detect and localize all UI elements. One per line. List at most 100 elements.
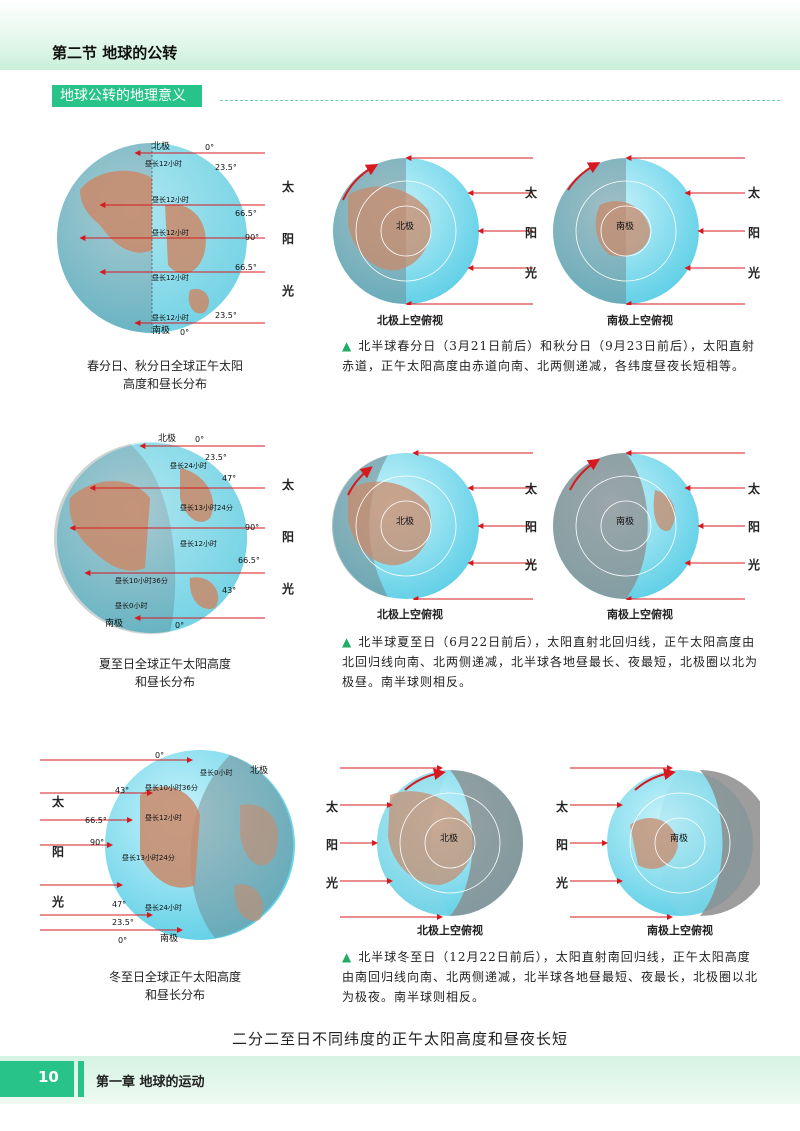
sunlight-char-3c: 光 bbox=[748, 266, 761, 280]
sunlight-char-9: 光 bbox=[52, 895, 65, 909]
summer-globe-figure: 北极 0° 23.5° 47° 90° 66.5° 43° 0° 南极 昼长24… bbox=[53, 432, 265, 635]
winter-north-view: 北极 bbox=[340, 765, 523, 920]
svg-text:南极: 南极 bbox=[105, 617, 123, 629]
svg-text:0°: 0° bbox=[175, 621, 184, 630]
svg-text:北极: 北极 bbox=[250, 764, 268, 776]
svg-text:昼长24小时: 昼长24小时 bbox=[145, 903, 182, 912]
north-view-label-2: 北极上空俯视 bbox=[377, 608, 443, 621]
south-view-label: 南极上空俯视 bbox=[607, 314, 673, 327]
sunlight-char-3: 光 bbox=[282, 284, 295, 298]
svg-text:北极: 北极 bbox=[396, 220, 414, 232]
north-view-label: 北极上空俯视 bbox=[377, 314, 443, 327]
svg-text:23.5°: 23.5° bbox=[205, 453, 227, 462]
section-tag: 地球公转的地理意义 bbox=[52, 85, 202, 107]
svg-text:90°: 90° bbox=[90, 838, 104, 847]
footer-separator bbox=[78, 1061, 84, 1097]
svg-text:昼长12小时: 昼长12小时 bbox=[152, 273, 189, 282]
sunlight-char-7b: 太 bbox=[326, 800, 339, 814]
svg-text:昼长24小时: 昼长24小时 bbox=[170, 461, 207, 470]
equinox-caption: 春分日、秋分日全球正午太阳高度和昼长分布 bbox=[86, 359, 243, 391]
sunlight-char-7c: 太 bbox=[556, 800, 569, 814]
page-number: 10 bbox=[38, 1068, 59, 1086]
summer-caption: 夏至日全球正午太阳高度和昼长分布 bbox=[98, 657, 231, 689]
sunlight-char-4: 太 bbox=[282, 478, 295, 492]
svg-text:66.5°: 66.5° bbox=[238, 556, 260, 565]
sunlight-char-2b: 阳 bbox=[525, 226, 538, 240]
south-pole-label: 南极 bbox=[152, 324, 170, 336]
sunlight-char-9c: 光 bbox=[556, 876, 569, 890]
sunlight-char-5c: 阳 bbox=[748, 520, 761, 534]
sunlight-char-8b: 阳 bbox=[326, 838, 339, 852]
sunlight-char-9b: 光 bbox=[326, 876, 339, 890]
svg-text:23.5°: 23.5° bbox=[215, 163, 237, 172]
section-divider bbox=[220, 100, 780, 101]
sunlight-char-2: 阳 bbox=[282, 232, 295, 246]
svg-text:昼长12小时: 昼长12小时 bbox=[145, 159, 182, 168]
sunlight-char-2c: 阳 bbox=[748, 226, 761, 240]
summer-description: ▲北半球夏至日（6月22日前后），太阳直射北回归线，正午太阳高度由北回归线向南、… bbox=[342, 635, 759, 689]
svg-text:23.5°: 23.5° bbox=[215, 311, 237, 320]
svg-text:南极: 南极 bbox=[616, 515, 634, 527]
svg-text:66.5°: 66.5° bbox=[235, 263, 257, 272]
svg-text:47°: 47° bbox=[112, 900, 126, 909]
svg-text:昼长12小时: 昼长12小时 bbox=[152, 195, 189, 204]
header-bar bbox=[0, 0, 800, 70]
svg-text:昼长12小时: 昼长12小时 bbox=[152, 228, 189, 237]
sunlight-char-6: 光 bbox=[282, 582, 295, 596]
svg-text:昼长12小时: 昼长12小时 bbox=[145, 813, 182, 822]
svg-text:66.5°: 66.5° bbox=[85, 816, 107, 825]
svg-text:昼长0小时: 昼长0小时 bbox=[115, 601, 147, 610]
winter-south-view: 南极 bbox=[570, 765, 760, 920]
svg-text:南极: 南极 bbox=[670, 832, 688, 844]
sunlight-char-4b: 太 bbox=[525, 482, 538, 496]
svg-text:43°: 43° bbox=[115, 786, 129, 795]
sunlight-char-6b: 光 bbox=[525, 558, 538, 572]
figure-group-caption: 二分二至日不同纬度的正午太阳高度和昼夜长短 bbox=[231, 1030, 568, 1048]
svg-text:90°: 90° bbox=[245, 523, 259, 532]
equinox-globe-figure: 北极 0° 23.5° 66.5° 90° 66.5° 23.5° 0° 南极 … bbox=[57, 140, 265, 337]
sunlight-char-1c: 太 bbox=[748, 186, 761, 200]
sunlight-char-1b: 太 bbox=[525, 186, 538, 200]
north-view-label-3: 北极上空俯视 bbox=[417, 924, 483, 937]
svg-text:北极: 北极 bbox=[440, 832, 458, 844]
svg-text:43°: 43° bbox=[222, 586, 236, 595]
sunlight-char-6c: 光 bbox=[748, 558, 761, 572]
chapter-title: 第一章 地球的运动 bbox=[96, 1075, 205, 1090]
svg-text:北极: 北极 bbox=[396, 515, 414, 527]
svg-text:47°: 47° bbox=[222, 474, 236, 483]
page-number-box bbox=[0, 1061, 74, 1097]
svg-text:昼长13小时24分: 昼长13小时24分 bbox=[122, 853, 175, 862]
south-view-label-2: 南极上空俯视 bbox=[607, 608, 673, 621]
equinox-description: ▲北半球春分日（3月21日前后）和秋分日（9月23日前后），太阳直射赤道，正午太… bbox=[342, 339, 756, 373]
svg-text:66.5°: 66.5° bbox=[235, 209, 257, 218]
sunlight-char-1: 太 bbox=[282, 180, 295, 194]
svg-text:昼长0小时: 昼长0小时 bbox=[200, 768, 232, 777]
sunlight-char-5b: 阳 bbox=[525, 520, 538, 534]
south-view-label-3: 南极上空俯视 bbox=[647, 924, 713, 937]
summer-south-view: 南极 bbox=[553, 450, 745, 600]
sunlight-char-8c: 阳 bbox=[556, 838, 569, 852]
sunlight-char-7: 太 bbox=[52, 795, 65, 809]
svg-text:南极: 南极 bbox=[160, 932, 178, 944]
svg-text:0°: 0° bbox=[155, 751, 164, 760]
svg-text:昼长10小时36分: 昼长10小时36分 bbox=[145, 783, 198, 792]
svg-text:昼长12小时: 昼长12小时 bbox=[152, 313, 189, 322]
svg-text:0°: 0° bbox=[180, 328, 189, 337]
winter-caption: 冬至日全球正午太阳高度和昼长分布 bbox=[108, 970, 241, 1002]
svg-text:北极: 北极 bbox=[158, 432, 176, 444]
svg-text:0°: 0° bbox=[118, 936, 127, 945]
sunlight-char-4c: 太 bbox=[748, 482, 761, 496]
svg-text:23.5°: 23.5° bbox=[112, 918, 134, 927]
page-header-title: 第二节 地球的公转 bbox=[52, 44, 178, 62]
svg-text:昼长12小时: 昼长12小时 bbox=[180, 539, 217, 548]
sunlight-char-5: 阳 bbox=[282, 530, 295, 544]
winter-globe-figure: 0° 北极 43° 66.5° 90° 47° 23.5° 0° 南极 昼长0小… bbox=[40, 750, 295, 945]
footer-bar bbox=[0, 1056, 800, 1104]
winter-description: ▲北半球冬至日（12月22日前后），太阳直射南回归线，正午太阳高度由南回归线向南… bbox=[342, 950, 759, 1004]
svg-text:昼长13小时24分: 昼长13小时24分 bbox=[180, 503, 233, 512]
sunlight-char-3b: 光 bbox=[525, 266, 538, 280]
svg-text:0°: 0° bbox=[205, 143, 214, 152]
svg-text:昼长10小时36分: 昼长10小时36分 bbox=[115, 576, 168, 585]
equinox-north-view: 北极 bbox=[333, 155, 533, 305]
svg-text:90°: 90° bbox=[245, 233, 259, 242]
